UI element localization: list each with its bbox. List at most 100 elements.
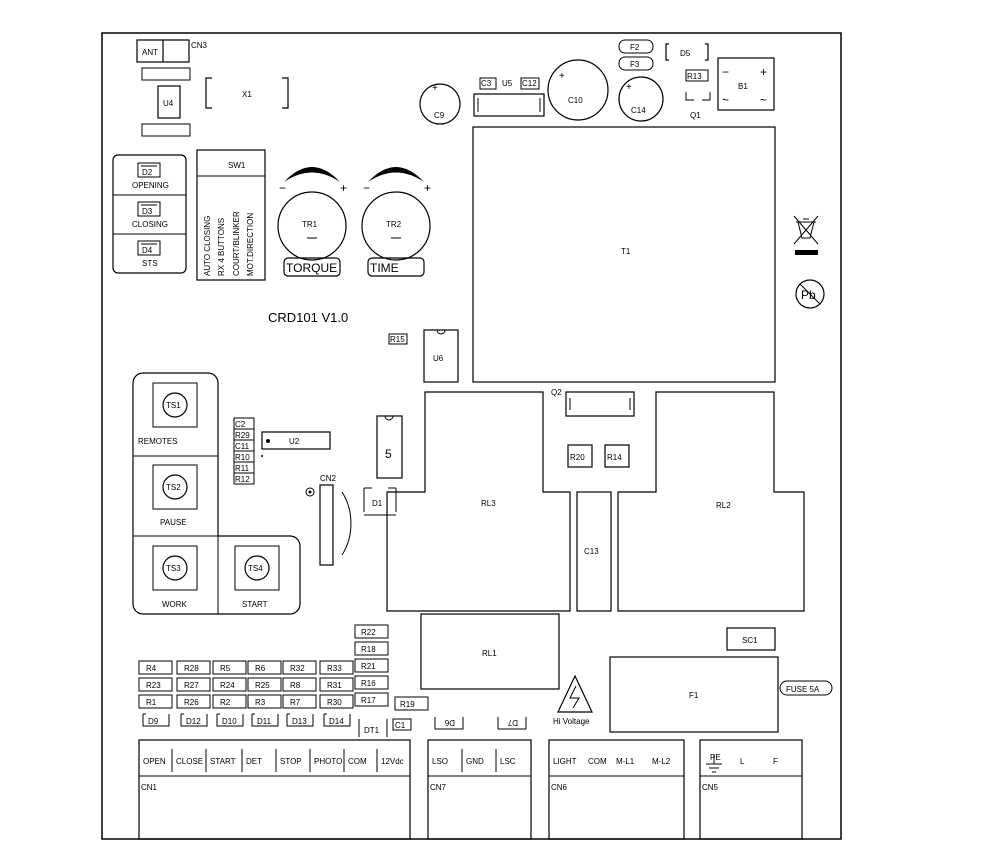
resistor-r22: R22	[354, 624, 389, 639]
resistor-r3: R3	[247, 694, 282, 709]
d5-label: D5	[680, 49, 691, 58]
svg-text:R14: R14	[607, 453, 622, 462]
diode-dt1: DT1	[358, 719, 388, 741]
connector-ref: CN5	[702, 783, 719, 792]
svg-text:−: −	[722, 65, 729, 79]
resistor-r28: R28	[176, 660, 211, 675]
c12-label: C12	[522, 79, 537, 88]
resistor-label: R16	[361, 679, 376, 688]
resistor-r27: R27	[176, 677, 211, 692]
svg-text:~: ~	[722, 93, 729, 107]
resistor-label: R21	[361, 662, 376, 671]
transistor-q2: Q2	[551, 388, 635, 417]
led-ref: D4	[142, 246, 153, 255]
resistor-label: R23	[146, 681, 161, 690]
svg-text:C1: C1	[395, 721, 406, 730]
connector-pin: STOP	[280, 757, 302, 766]
connector-pin: GND	[466, 757, 484, 766]
connector-pin: CLOSE	[176, 757, 203, 766]
u4-chip: U4	[141, 67, 191, 137]
resistor-label: R7	[290, 698, 301, 707]
resistor-label: R4	[146, 664, 157, 673]
svg-text:R15: R15	[390, 335, 405, 344]
resistor-r25: R25	[247, 677, 282, 692]
button-label: PAUSE	[160, 518, 187, 527]
relay-rl1: RL1	[420, 613, 560, 690]
sw1-option: AUTO CLOSING	[203, 216, 212, 276]
diode-d11: D11	[251, 713, 279, 727]
connector-cn2: CN2	[305, 474, 352, 566]
connector-pin: LSO	[432, 757, 448, 766]
resistor-r5: R5	[212, 660, 247, 675]
button-ref: TS3	[166, 564, 181, 573]
connector-pin: 12Vdc	[381, 757, 404, 766]
resistor-r24: R24	[212, 677, 247, 692]
relay-rl2: RL2	[617, 391, 805, 612]
svg-text:+: +	[432, 83, 438, 94]
svg-text:−: −	[363, 181, 370, 195]
resistor-label: R5	[220, 664, 231, 673]
led-label: STS	[142, 259, 158, 268]
trimmer-ref: TR2	[386, 220, 402, 229]
resistor-r7: R7	[282, 694, 317, 709]
button-ref: TS4	[248, 564, 263, 573]
svg-text:+: +	[559, 71, 565, 82]
resistor-label: R26	[184, 698, 199, 707]
svg-text:+: +	[424, 181, 431, 195]
u2-stack-part: R11	[235, 464, 250, 473]
connector-pin: M-L2	[652, 757, 671, 766]
button-panel	[132, 372, 301, 615]
svg-text:~: ~	[760, 93, 767, 107]
resistor-label: R25	[255, 681, 270, 690]
svg-text:CN2: CN2	[320, 474, 337, 483]
svg-text:R19: R19	[400, 700, 415, 709]
resistor-label: R1	[146, 698, 157, 707]
diode-label: D9	[148, 717, 159, 726]
u4-label: U4	[163, 99, 174, 108]
connector-ref: CN1	[141, 783, 158, 792]
resistor-r31: R31	[319, 677, 354, 692]
diode-d5: D5 R13 Q1	[665, 43, 711, 120]
svg-text:U2: U2	[289, 437, 300, 446]
hi-voltage-warning-icon: Hi Voltage	[553, 674, 593, 726]
svg-text:Pb: Pb	[801, 288, 816, 302]
resistor-r6: R6	[247, 660, 282, 675]
resistor-r18: R18	[354, 641, 389, 656]
capacitor-c14: + C14	[618, 76, 664, 122]
resistor-r14: R14	[604, 444, 630, 468]
led-ref: D3	[142, 207, 153, 216]
diode-d1: D1	[363, 487, 397, 516]
resistor-r15: R15	[388, 333, 408, 345]
b1-label: B1	[738, 82, 748, 91]
diode-d9: D9	[142, 713, 170, 727]
weee-bin-icon	[793, 215, 819, 255]
button-ref: TS1	[166, 401, 181, 410]
resistor-r19: R19	[394, 696, 429, 711]
connector-pin: DET	[246, 757, 262, 766]
resistor-label: R27	[184, 681, 199, 690]
resistor-r1: R1	[138, 694, 173, 709]
svg-text:Q2: Q2	[551, 388, 562, 397]
button-label: WORK	[162, 600, 188, 609]
u5-label: U5	[502, 79, 513, 88]
led-ref: D2	[142, 168, 153, 177]
resistor-r32: R32	[282, 660, 317, 675]
connector-pin: F	[773, 757, 778, 766]
svg-text:RL3: RL3	[481, 499, 496, 508]
capacitor-c10: + C10	[547, 59, 609, 121]
fuse-f1: F1 FUSE 5A	[609, 656, 833, 733]
resistor-label: R8	[290, 681, 301, 690]
snubber-sc1: SC1	[726, 627, 776, 651]
c9-label: C9	[434, 111, 445, 120]
resistor-label: R2	[220, 698, 231, 707]
connector-pin: COM	[348, 757, 367, 766]
f2-label: F2	[630, 43, 640, 52]
